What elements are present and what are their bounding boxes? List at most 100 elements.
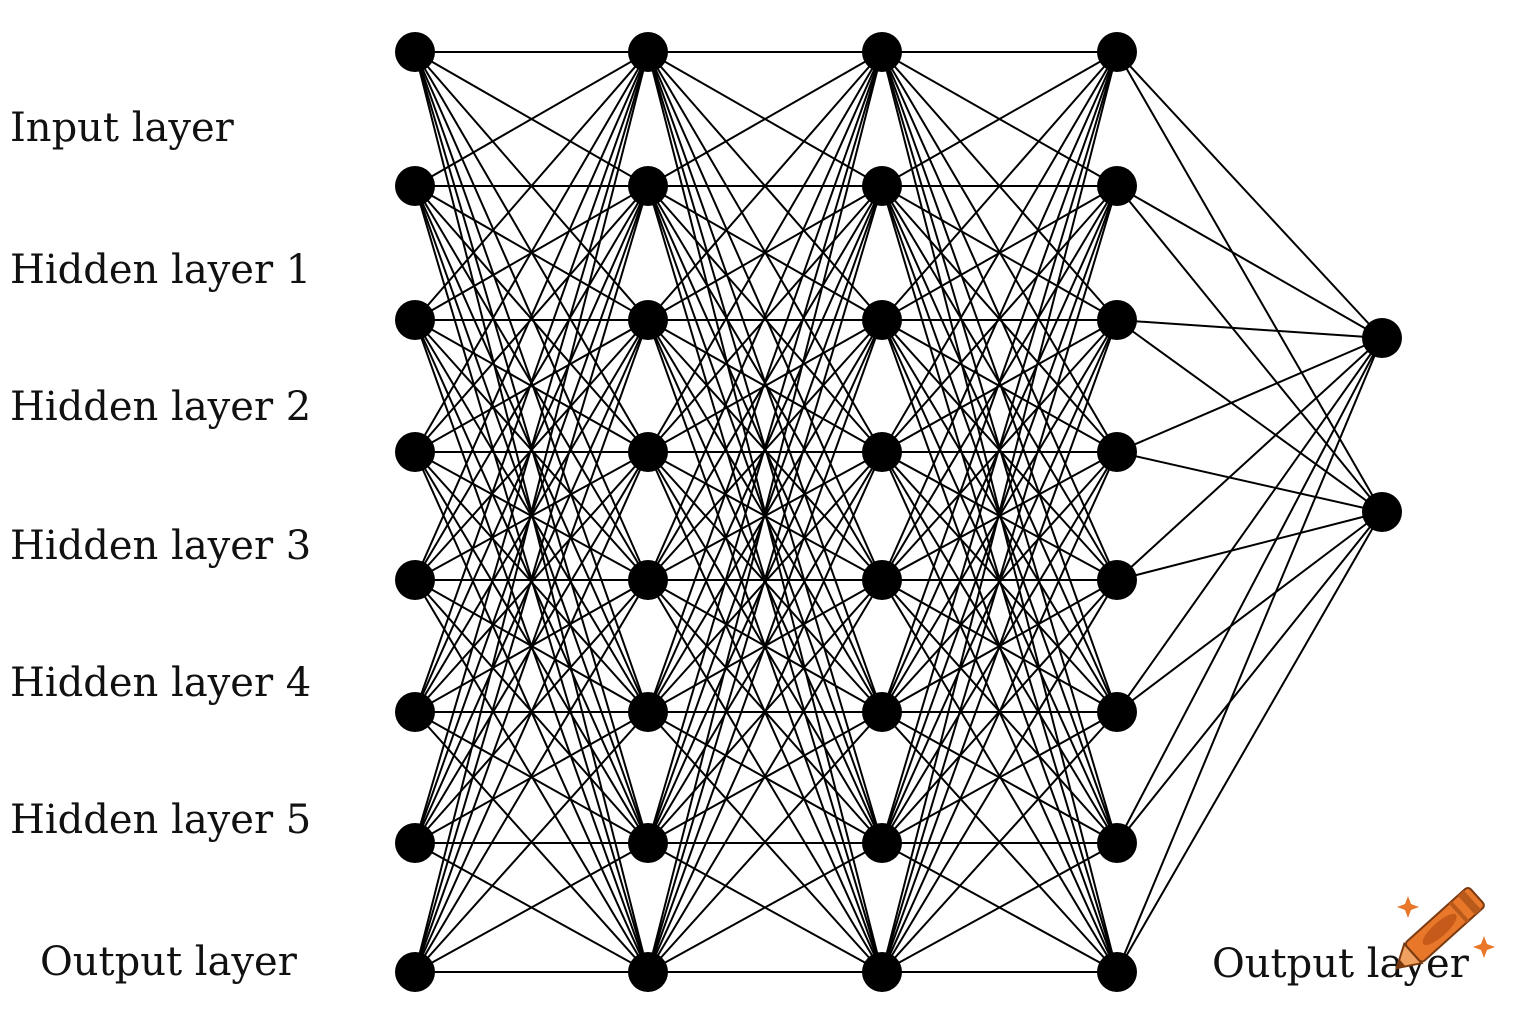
label-hidden-layer-5: Hidden layer 5 — [10, 797, 312, 843]
edge-c0-2-to-0 — [414, 51, 649, 321]
edge-c0-7-to-4 — [414, 579, 649, 973]
node-col1-5 — [628, 692, 668, 732]
node-col3-4 — [1097, 560, 1137, 600]
node-col0-7 — [395, 952, 435, 992]
edge-c3-3-to-1 — [1116, 451, 1383, 513]
edge-c3-2-to-1 — [1116, 319, 1383, 513]
edge-c2-7-to-5 — [881, 711, 1118, 973]
edge-c2-5-to-0 — [881, 51, 1118, 713]
edge-c2-7-to-6 — [881, 842, 1118, 973]
edge-c1-7-to-4 — [647, 579, 883, 973]
node-col1-6 — [628, 823, 668, 863]
edge-c3-5-to-0 — [1116, 337, 1383, 713]
edge-c0-7-to-5 — [414, 711, 649, 973]
edge-c2-7-to-0 — [881, 51, 1118, 973]
edge-c0-4-to-0 — [414, 51, 649, 581]
node-col4-1 — [1362, 492, 1402, 532]
edge-c1-5-to-0 — [647, 51, 883, 713]
node-col3-5 — [1097, 692, 1137, 732]
edge-c3-4-to-1 — [1116, 511, 1383, 581]
edge-c1-3-to-0 — [647, 51, 883, 453]
edge-c2-2-to-0 — [881, 51, 1118, 321]
node-col0-5 — [395, 692, 435, 732]
edge-c1-7-to-6 — [647, 842, 883, 973]
edge-c1-6-to-0 — [647, 51, 883, 844]
edge-c3-0-to-1 — [1116, 51, 1383, 513]
edge-c0-5-to-0 — [414, 51, 649, 713]
edge-c1-7-to-1 — [647, 185, 883, 973]
edge-c0-3-to-2 — [414, 319, 649, 453]
edge-c0-7-to-3 — [414, 451, 649, 973]
edge-c1-7-to-3 — [647, 451, 883, 973]
node-col0-2 — [395, 300, 435, 340]
node-col0-4 — [395, 560, 435, 600]
node-col2-7 — [862, 952, 902, 992]
edge-c0-3-to-0 — [414, 51, 649, 453]
label-hidden-layer-4: Hidden layer 4 — [10, 660, 312, 706]
edge-c2-7-to-4 — [881, 579, 1118, 973]
edge-c3-7-to-0 — [1116, 337, 1383, 973]
label-hidden-layer-1: Hidden layer 1 — [10, 247, 312, 293]
edge-c3-0-to-0 — [1116, 51, 1383, 339]
node-col3-0 — [1097, 32, 1137, 72]
edge-c2-3-to-1 — [881, 185, 1118, 453]
edge-c2-4-to-0 — [881, 51, 1118, 581]
node-col4-0 — [1362, 318, 1402, 358]
edge-c2-1-to-0 — [881, 51, 1118, 187]
node-col2-1 — [862, 166, 902, 206]
node-col3-2 — [1097, 300, 1137, 340]
node-col2-2 — [862, 300, 902, 340]
edge-c0-3-to-1 — [414, 185, 649, 453]
label-hidden-layer-2: Hidden layer 2 — [10, 384, 312, 430]
node-col1-0 — [628, 32, 668, 72]
edge-c0-7-to-2 — [414, 319, 649, 973]
edge-c0-7-to-1 — [414, 185, 649, 973]
node-col1-7 — [628, 952, 668, 992]
edge-c1-7-to-0 — [647, 51, 883, 973]
edge-c0-7-to-0 — [414, 51, 649, 973]
node-col2-6 — [862, 823, 902, 863]
edge-c2-6-to-0 — [881, 51, 1118, 844]
node-col2-0 — [862, 32, 902, 72]
edge-c3-2-to-0 — [1116, 319, 1383, 339]
node-col1-3 — [628, 432, 668, 472]
edge-c3-5-to-1 — [1116, 511, 1383, 713]
edge-c3-4-to-0 — [1116, 337, 1383, 581]
label-output-layer-left: Output layer — [40, 939, 297, 985]
neuron-nodes — [395, 32, 1402, 992]
edge-c0-1-to-0 — [414, 51, 649, 187]
edge-c2-7-to-3 — [881, 451, 1118, 973]
node-col3-1 — [1097, 166, 1137, 206]
crayon-icon — [1395, 886, 1495, 970]
node-col2-5 — [862, 692, 902, 732]
label-input-layer: Input layer — [10, 105, 234, 151]
edge-c1-2-to-0 — [647, 51, 883, 321]
edge-c1-7-to-2 — [647, 319, 883, 973]
edge-c1-4-to-0 — [647, 51, 883, 581]
node-col2-4 — [862, 560, 902, 600]
node-col3-6 — [1097, 823, 1137, 863]
edge-c3-6-to-0 — [1116, 337, 1383, 844]
edge-c1-1-to-0 — [647, 51, 883, 187]
node-col0-6 — [395, 823, 435, 863]
node-col2-3 — [862, 432, 902, 472]
edge-c0-6-to-0 — [414, 51, 649, 844]
edge-c3-1-to-0 — [1116, 185, 1383, 339]
edge-c3-1-to-1 — [1116, 185, 1383, 513]
edge-c2-7-to-1 — [881, 185, 1118, 973]
edge-c3-3-to-0 — [1116, 337, 1383, 453]
node-col1-4 — [628, 560, 668, 600]
edge-c3-7-to-1 — [1116, 511, 1383, 973]
node-col1-2 — [628, 300, 668, 340]
edge-c1-3-to-1 — [647, 185, 883, 453]
edge-c2-3-to-2 — [881, 319, 1118, 453]
label-hidden-layer-3: Hidden layer 3 — [10, 523, 312, 569]
node-col1-1 — [628, 166, 668, 206]
node-col0-0 — [395, 32, 435, 72]
node-col3-7 — [1097, 952, 1137, 992]
edge-c1-7-to-5 — [647, 711, 883, 973]
connection-edges — [414, 51, 1383, 973]
edge-c2-7-to-2 — [881, 319, 1118, 973]
